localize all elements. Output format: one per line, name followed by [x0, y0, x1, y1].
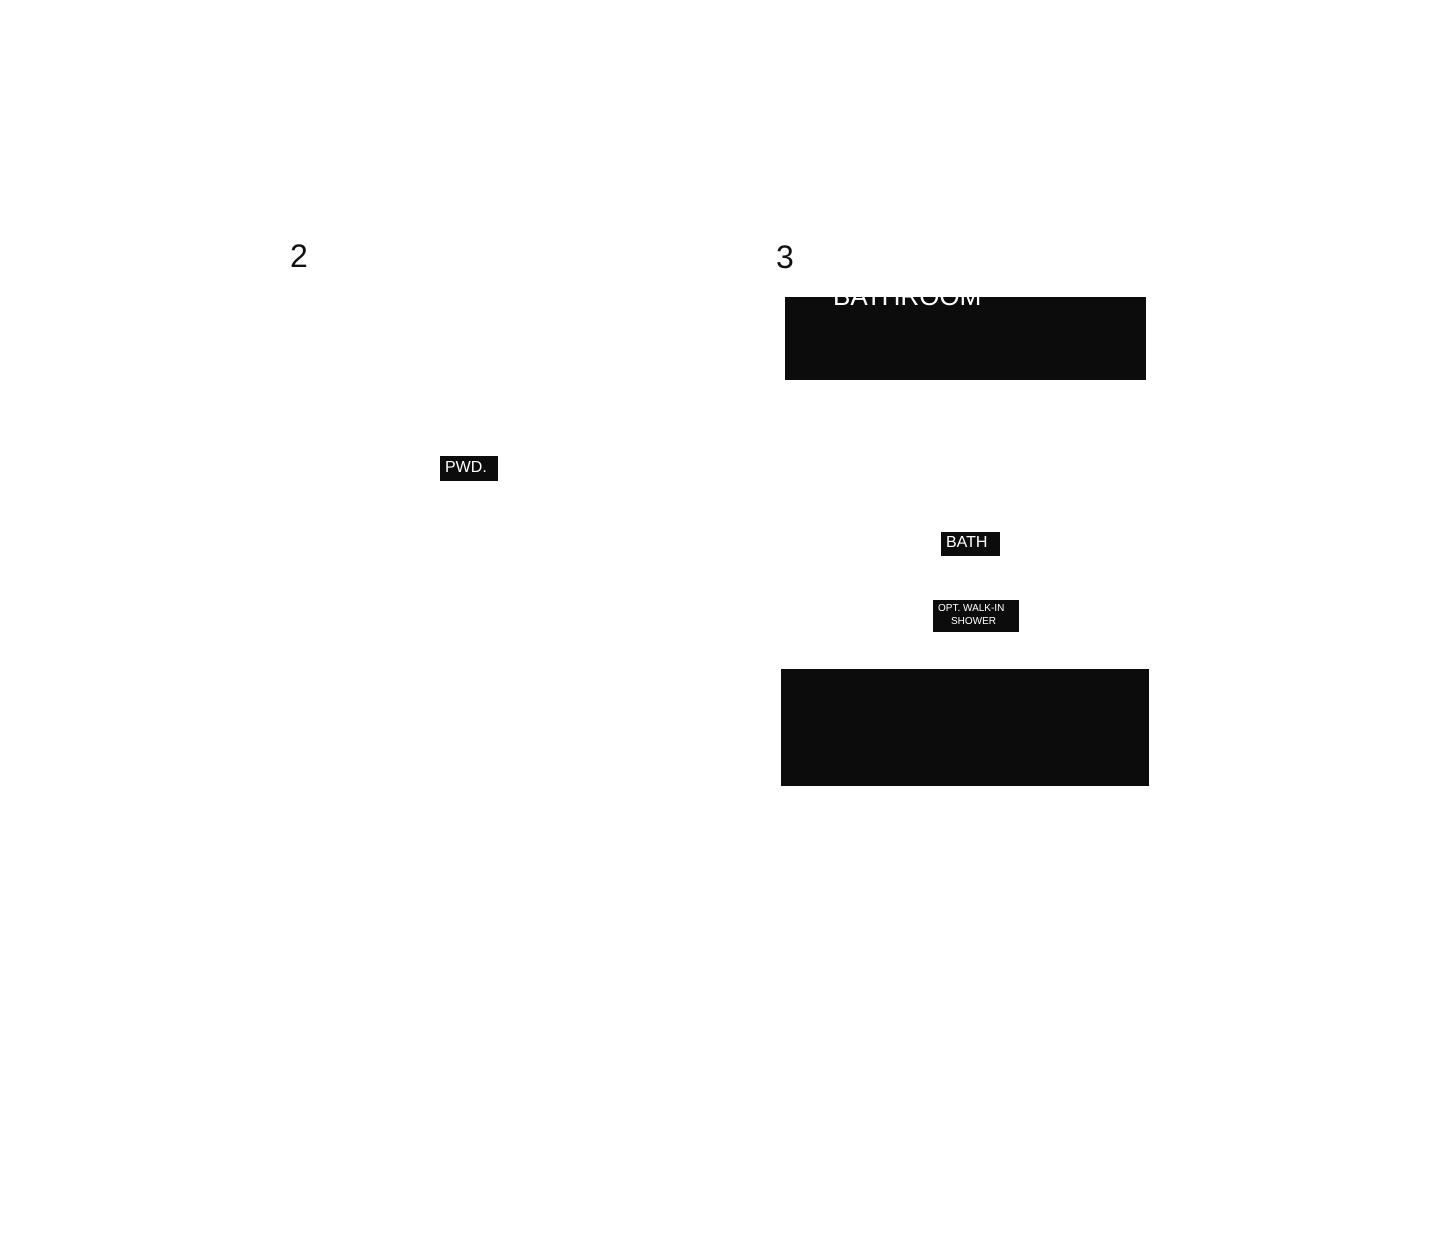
- bathroom-banner-label: BATHROOM: [833, 297, 981, 309]
- redaction-block: [781, 669, 1149, 786]
- shower-label-line-2: SHOWER: [951, 616, 996, 627]
- bathroom-banner: BATHROOM: [785, 297, 1146, 380]
- bath-label: BATH: [941, 532, 1000, 556]
- walk-in-shower-label: OPT. WALK-IN SHOWER: [933, 600, 1019, 632]
- powder-room-label: PWD.: [440, 456, 498, 481]
- panel-number-2: 2: [290, 238, 308, 274]
- panel-number-3: 3: [776, 239, 794, 275]
- shower-label-line-1: OPT. WALK-IN: [938, 603, 1005, 614]
